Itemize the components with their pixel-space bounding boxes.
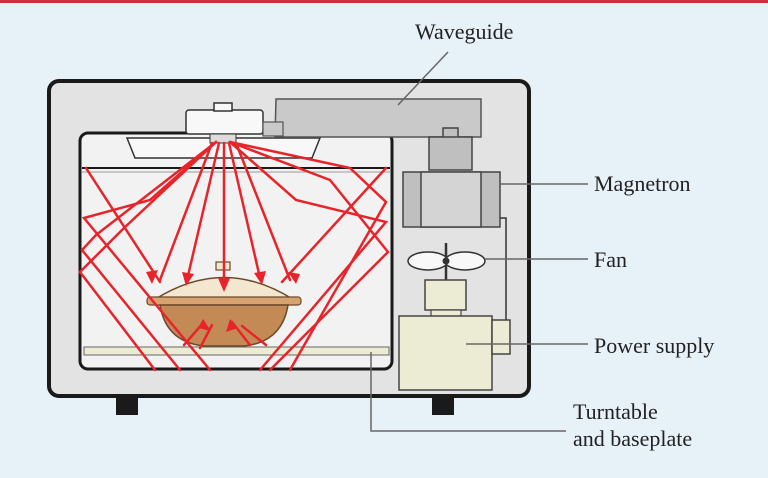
magnetron-label: Magnetron [594,171,691,196]
ray-arrowheads [146,270,300,332]
magnetron-neck [428,136,473,171]
stirrer-motor-cap [213,102,233,112]
fan-label: Fan [594,247,627,272]
power-supply-box [398,315,493,391]
turntable-label-line2: and baseplate [573,426,693,451]
turntable-label-line1: Turntable [573,399,658,424]
supply-wire [500,217,507,330]
fan-motor [424,279,467,311]
waveguide-label: Waveguide [415,19,514,44]
cooling-fan-icon [407,243,486,280]
leader-lines [370,51,588,432]
power-supply-connector [491,319,511,355]
stirrer-motor [185,109,264,135]
left-foot [116,393,138,415]
top-accent-rule [0,0,768,3]
power-supply-label: Power supply [594,333,715,358]
waveguide-mouth [262,121,284,137]
microwave-rays [78,140,390,372]
magnetron-core [420,171,482,228]
turntable-baseplate [83,346,390,356]
right-foot [432,393,454,415]
